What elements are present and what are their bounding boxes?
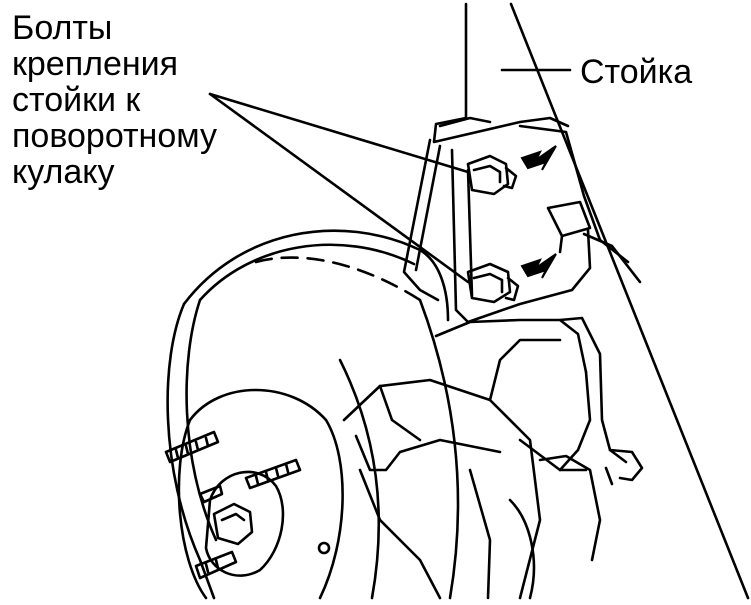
- mounting-bolt-upper: [466, 154, 518, 196]
- strut-label: Стойка: [580, 53, 693, 91]
- brake-caliper: [342, 338, 602, 600]
- mounting-bolt-lower: [466, 262, 520, 304]
- strut: [432, 2, 750, 600]
- wheel-hub: [177, 388, 344, 600]
- brake-disc: [166, 229, 460, 600]
- bolts-label: Болты крепления стойки к поворотному кул…: [12, 9, 217, 191]
- leader-lines: [208, 68, 572, 284]
- bolt-arrows: [520, 145, 557, 279]
- arrow-lower: [520, 253, 557, 279]
- steering-knuckle: [402, 124, 644, 486]
- wheel-studs: [164, 430, 302, 580]
- arrow-upper: [520, 145, 557, 171]
